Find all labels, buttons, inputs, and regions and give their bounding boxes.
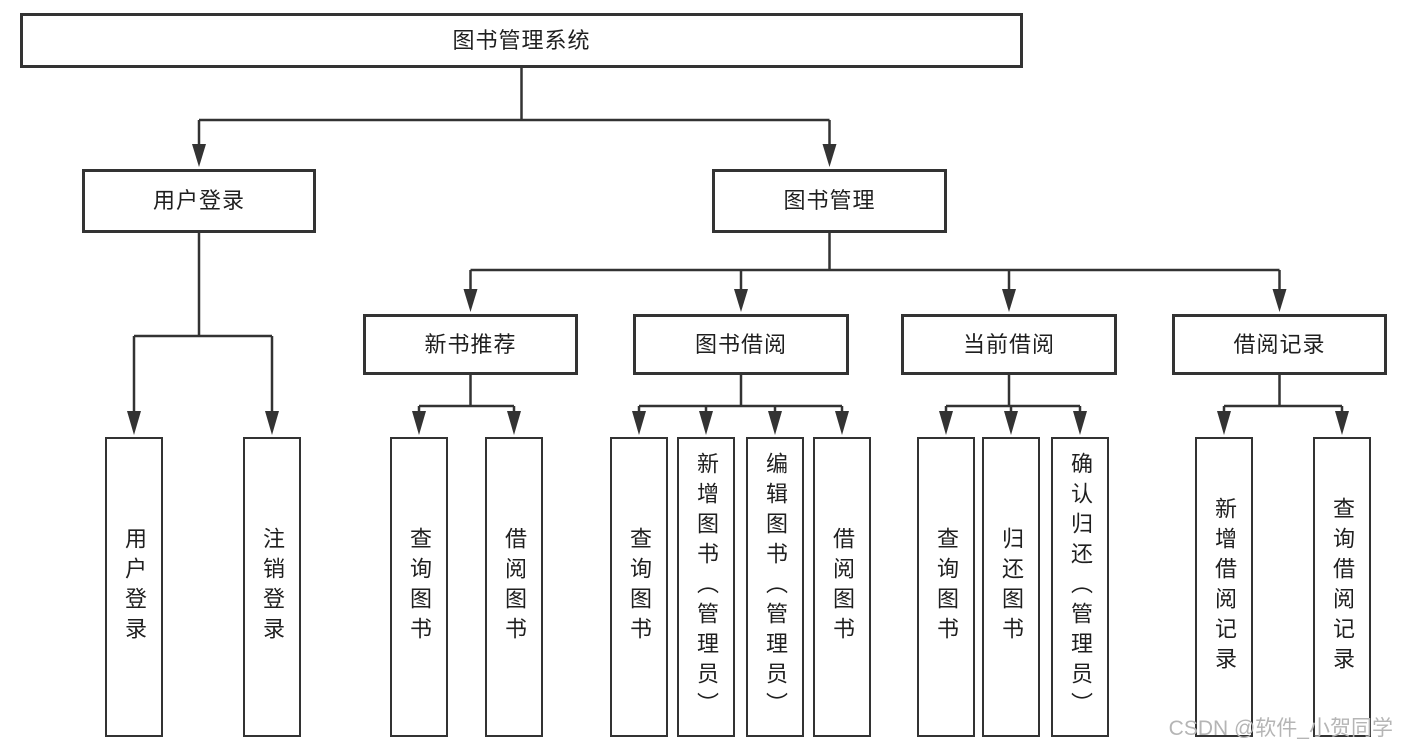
leaf-confirm-return-admin: 确认归还（管理员） [1051, 437, 1109, 737]
leaf-add-borrow-record: 新增借阅记录 [1195, 437, 1253, 737]
leaf-user-login-label: 用户登录 [122, 527, 147, 647]
node-user-login: 用户登录 [82, 169, 316, 233]
node-current-borrowing-label: 当前借阅 [962, 331, 1055, 357]
leaf-return-books-label: 归还图书 [999, 527, 1024, 647]
leaf-return-books: 归还图书 [982, 437, 1040, 737]
node-borrowing-records-label: 借阅记录 [1233, 331, 1326, 357]
leaf-edit-book-admin-label: 编辑图书（管理员） [763, 452, 788, 722]
leaf-query-books-recommend: 查询图书 [390, 437, 448, 737]
node-book-borrowing: 图书借阅 [633, 314, 849, 375]
leaf-borrow-books-recommend-label: 借阅图书 [502, 527, 527, 647]
arrowhead-icons [127, 144, 1349, 435]
node-new-book-recommend-label: 新书推荐 [424, 331, 517, 357]
leaf-borrow-books-recommend: 借阅图书 [485, 437, 543, 737]
leaf-add-borrow-record-label: 新增借阅记录 [1212, 497, 1237, 677]
node-library-system-label: 图书管理系统 [452, 27, 591, 53]
leaf-logout-login-label: 注销登录 [260, 527, 285, 647]
watermark: CSDN @软件_小贺同学 [1168, 717, 1393, 740]
node-new-book-recommend: 新书推荐 [363, 314, 578, 375]
leaf-query-books-borrowing-label: 查询图书 [627, 527, 652, 647]
leaf-confirm-return-admin-label: 确认归还（管理员） [1068, 452, 1093, 722]
leaf-borrow-books-borrowing: 借阅图书 [813, 437, 871, 737]
leaf-query-books-recommend-label: 查询图书 [407, 527, 432, 647]
leaf-query-borrow-record: 查询借阅记录 [1313, 437, 1371, 737]
leaf-add-book-admin-label: 新增图书（管理员） [694, 452, 719, 722]
leaf-add-book-admin: 新增图书（管理员） [677, 437, 735, 737]
node-book-borrowing-label: 图书借阅 [694, 331, 787, 357]
leaf-query-borrow-record-label: 查询借阅记录 [1330, 497, 1355, 677]
leaf-borrow-books-borrowing-label: 借阅图书 [830, 527, 855, 647]
leaf-query-books-current-label: 查询图书 [934, 527, 959, 647]
leaf-logout-login: 注销登录 [243, 437, 301, 737]
node-library-system: 图书管理系统 [20, 13, 1023, 68]
leaf-query-books-current: 查询图书 [917, 437, 975, 737]
leaf-user-login: 用户登录 [105, 437, 163, 737]
leaf-edit-book-admin: 编辑图书（管理员） [746, 437, 804, 737]
node-current-borrowing: 当前借阅 [901, 314, 1117, 375]
node-book-management-label: 图书管理 [783, 188, 876, 213]
node-user-login-label: 用户登录 [152, 188, 245, 213]
node-borrowing-records: 借阅记录 [1172, 314, 1387, 375]
node-book-management: 图书管理 [712, 169, 947, 233]
leaf-query-books-borrowing: 查询图书 [610, 437, 668, 737]
